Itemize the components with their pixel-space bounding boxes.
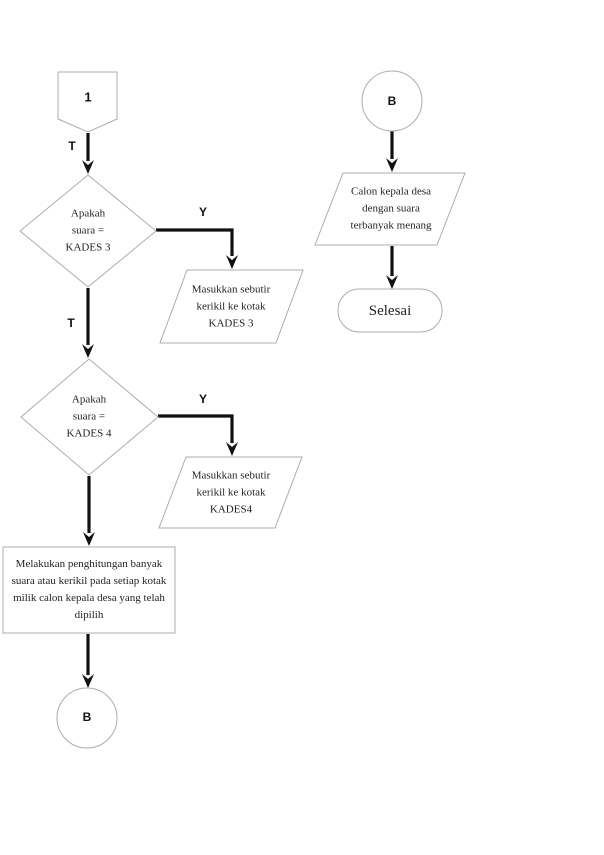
edge-decision4-yes-to-io4 — [158, 414, 234, 443]
io-kades3-text: Masukkan sebutir kerikil ke kotak KADES … — [191, 283, 271, 330]
connector-b-top-label: B — [387, 94, 397, 108]
arrowhead-down-icon — [226, 442, 238, 456]
arrowhead-down-icon — [82, 344, 94, 358]
connector-b-bottom-circle — [56, 687, 118, 749]
process-count-text: Melakukan penghitungan banyak suara atau… — [11, 557, 167, 622]
decision-kades3-diamond — [19, 174, 157, 288]
edge-decision3-yes-to-io3 — [156, 228, 234, 256]
offpage-connector-label: 1 — [84, 89, 92, 105]
connector-b-bottom-label: B — [82, 710, 92, 724]
edge-label-y2: Y — [198, 392, 208, 406]
arrowhead-down-icon — [386, 275, 398, 289]
terminator-end-text: Selesai — [368, 303, 412, 319]
io-kades4-parallelogram — [158, 456, 303, 529]
connector-b-top-circle — [361, 70, 423, 132]
arrowhead-down-icon — [83, 532, 95, 546]
decision-kades3-text: Apakah suara = KADES 3 — [65, 207, 111, 254]
io-kades3-parallelogram — [159, 269, 304, 344]
edge-label-t1: T — [68, 139, 76, 153]
terminator-end-shape — [337, 288, 443, 333]
arrowhead-down-icon — [386, 158, 398, 172]
offpage-connector-shape — [57, 71, 118, 133]
io-winner-parallelogram — [314, 172, 466, 246]
arrowhead-down-icon — [82, 674, 94, 688]
arrowhead-down-icon — [82, 160, 94, 174]
io-winner-text: Calon kepala desa dengan suara terbanyak… — [350, 185, 432, 232]
edge-label-t2: T — [67, 316, 75, 330]
decision-kades4-text: Apakah suara = KADES 4 — [66, 393, 112, 440]
arrowhead-down-icon — [226, 255, 238, 269]
process-count-rectangle — [2, 546, 176, 634]
io-kades4-text: Masukkan sebutir kerikil ke kotak KADES4 — [191, 469, 271, 516]
edge-label-y1: Y — [198, 205, 208, 219]
decision-kades4-diamond — [20, 358, 159, 476]
